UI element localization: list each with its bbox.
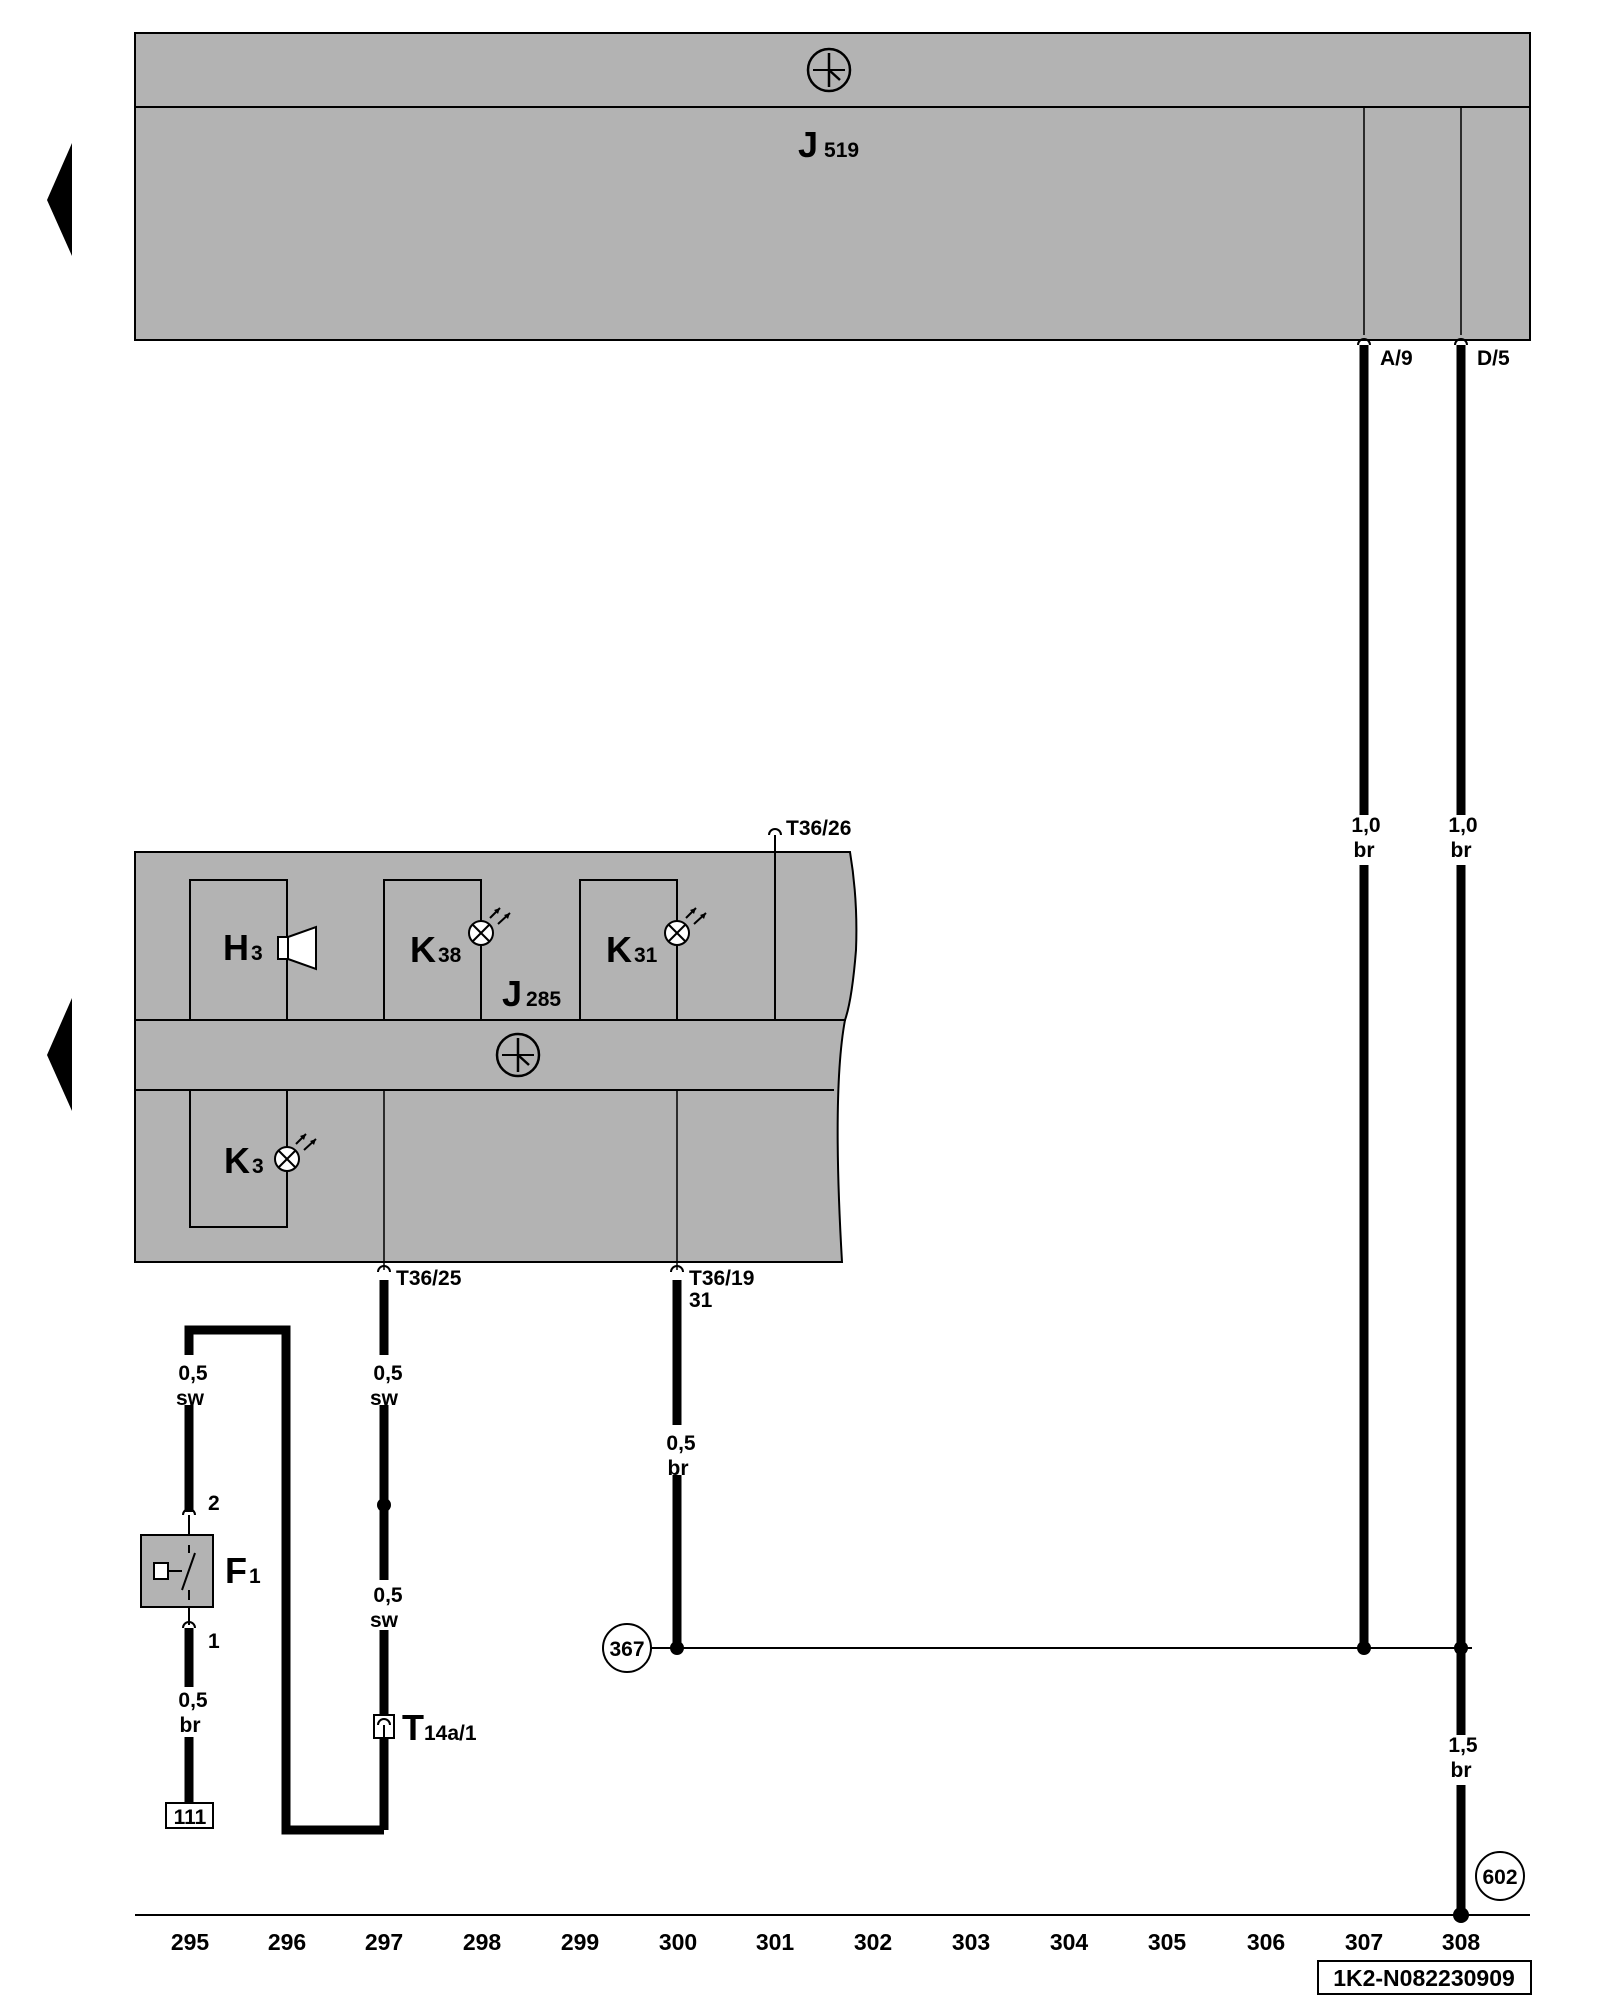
pin-a9: A/9 <box>1357 338 1413 370</box>
splice-point <box>377 1498 391 1512</box>
column-number: 296 <box>268 1929 306 1955</box>
svg-text:0,5: 0,5 <box>373 1584 403 1607</box>
wire-label-w307: 1,0 br <box>1351 814 1380 862</box>
component-t14a: T14a/1 <box>373 1707 477 1748</box>
column-number: 301 <box>756 1929 795 1955</box>
wire-label-w295-bottom: 0,5 br <box>178 1689 208 1737</box>
component-k31: K31 <box>579 879 707 1021</box>
column-number: 303 <box>952 1929 990 1955</box>
svg-text:1,0: 1,0 <box>1448 814 1477 837</box>
column-number: 306 <box>1247 1929 1285 1955</box>
component-k38-label: K38 <box>410 929 462 970</box>
svg-text:sw: sw <box>370 1387 399 1410</box>
svg-text:T36/19: T36/19 <box>689 1267 754 1290</box>
warning-lamp-icon <box>664 907 707 946</box>
column-number: 307 <box>1345 1929 1383 1955</box>
page-link-left-arrow <box>47 143 72 256</box>
svg-text:br: br <box>668 1457 689 1480</box>
svg-text:2: 2 <box>208 1492 220 1515</box>
svg-text:br: br <box>1354 839 1375 862</box>
svg-text:T36/25: T36/25 <box>396 1267 462 1290</box>
svg-text:111: 111 <box>174 1806 207 1829</box>
component-k38: K38 <box>383 879 511 1021</box>
pin-t36-19: T36/19 31 <box>670 1265 754 1312</box>
svg-text:sw: sw <box>370 1609 399 1632</box>
column-number: 304 <box>1050 1929 1089 1955</box>
component-f1: 2 1 F1 <box>140 1492 261 1653</box>
wire-label-w295-top: 0,5 sw <box>176 1362 208 1410</box>
column-number: 299 <box>561 1929 599 1955</box>
component-k3-label: K3 <box>224 1140 264 1181</box>
svg-text:br: br <box>1451 839 1472 862</box>
component-t14a-label: T14a/1 <box>402 1707 477 1748</box>
splice-point <box>1357 1641 1371 1655</box>
wire-label-w297-bottom: 0,5 sw <box>370 1584 403 1632</box>
page-link-left-arrow <box>47 998 72 1111</box>
warning-lamp-icon <box>468 907 511 946</box>
svg-text:sw: sw <box>176 1387 205 1410</box>
column-number: 308 <box>1442 1929 1481 1955</box>
column-numbers: 295 296 297 298 299 300 301 302 303 304 … <box>171 1929 1481 1955</box>
switch-icon <box>153 1545 196 1600</box>
svg-text:A/9: A/9 <box>1380 347 1413 370</box>
wire-label-w300: 0,5 br <box>666 1432 696 1480</box>
pin-d5: D/5 <box>1454 338 1510 370</box>
splice-point <box>1454 1641 1468 1655</box>
svg-text:D/5: D/5 <box>1477 347 1510 370</box>
control-unit-symbol-icon <box>806 47 852 93</box>
wire-bundle <box>184 345 1472 1915</box>
svg-text:0,5: 0,5 <box>666 1432 696 1455</box>
svg-text:br: br <box>1451 1759 1472 1782</box>
svg-text:1,0: 1,0 <box>1351 814 1380 837</box>
svg-text:0,5: 0,5 <box>178 1689 208 1712</box>
column-number: 305 <box>1148 1929 1187 1955</box>
splice-point <box>670 1641 684 1655</box>
svg-text:602: 602 <box>1482 1866 1517 1889</box>
column-number: 298 <box>463 1929 502 1955</box>
wire-label-w297-top: 0,5 sw <box>370 1362 403 1410</box>
warning-lamp-icon <box>274 1133 317 1172</box>
column-number: 302 <box>854 1929 892 1955</box>
component-k3: K3 <box>189 1089 317 1228</box>
component-f1-label: F1 <box>225 1550 261 1591</box>
svg-text:1K2-N082230909: 1K2-N082230909 <box>1333 1965 1515 1991</box>
document-id: 1K2-N082230909 <box>1317 1960 1532 1995</box>
svg-text:br: br <box>180 1714 201 1737</box>
wire-label-w308-top: 1,0 br <box>1448 814 1477 862</box>
svg-text:0,5: 0,5 <box>373 1362 403 1385</box>
component-h3-label: H3 <box>223 927 263 968</box>
component-h3: H3 <box>189 879 317 1021</box>
pin-t36-26: T36/26 <box>768 817 851 1020</box>
wire-label-w308-bottom: 1,5 br <box>1448 1734 1478 1782</box>
column-number: 295 <box>171 1929 210 1955</box>
svg-text:1,5: 1,5 <box>1448 1734 1478 1757</box>
svg-text:T36/26: T36/26 <box>786 817 851 840</box>
svg-text:367: 367 <box>609 1638 644 1661</box>
column-number: 300 <box>659 1929 697 1955</box>
svg-text:31: 31 <box>689 1289 713 1312</box>
ground-point-602: 602 <box>1475 1851 1525 1901</box>
horn-icon <box>277 925 317 971</box>
reference-box-111: 111 <box>165 1802 214 1829</box>
component-k31-label: K31 <box>606 929 658 970</box>
svg-text:1: 1 <box>208 1630 220 1653</box>
column-number: 297 <box>365 1929 403 1955</box>
svg-text:0,5: 0,5 <box>178 1362 208 1385</box>
control-unit-symbol-icon <box>495 1032 541 1078</box>
pin-t36-25: T36/25 <box>377 1265 462 1290</box>
ground-point-367: 367 <box>602 1623 670 1673</box>
connector-icon <box>373 1714 395 1739</box>
